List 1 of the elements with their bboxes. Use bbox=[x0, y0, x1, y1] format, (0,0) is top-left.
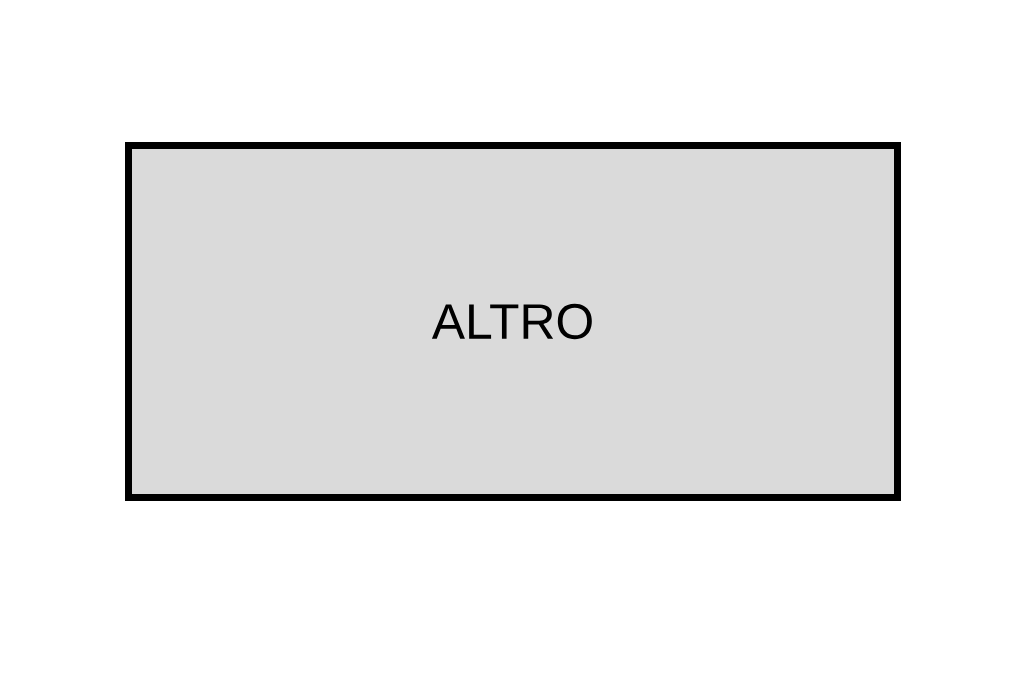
box: ALTRO bbox=[125, 142, 901, 501]
